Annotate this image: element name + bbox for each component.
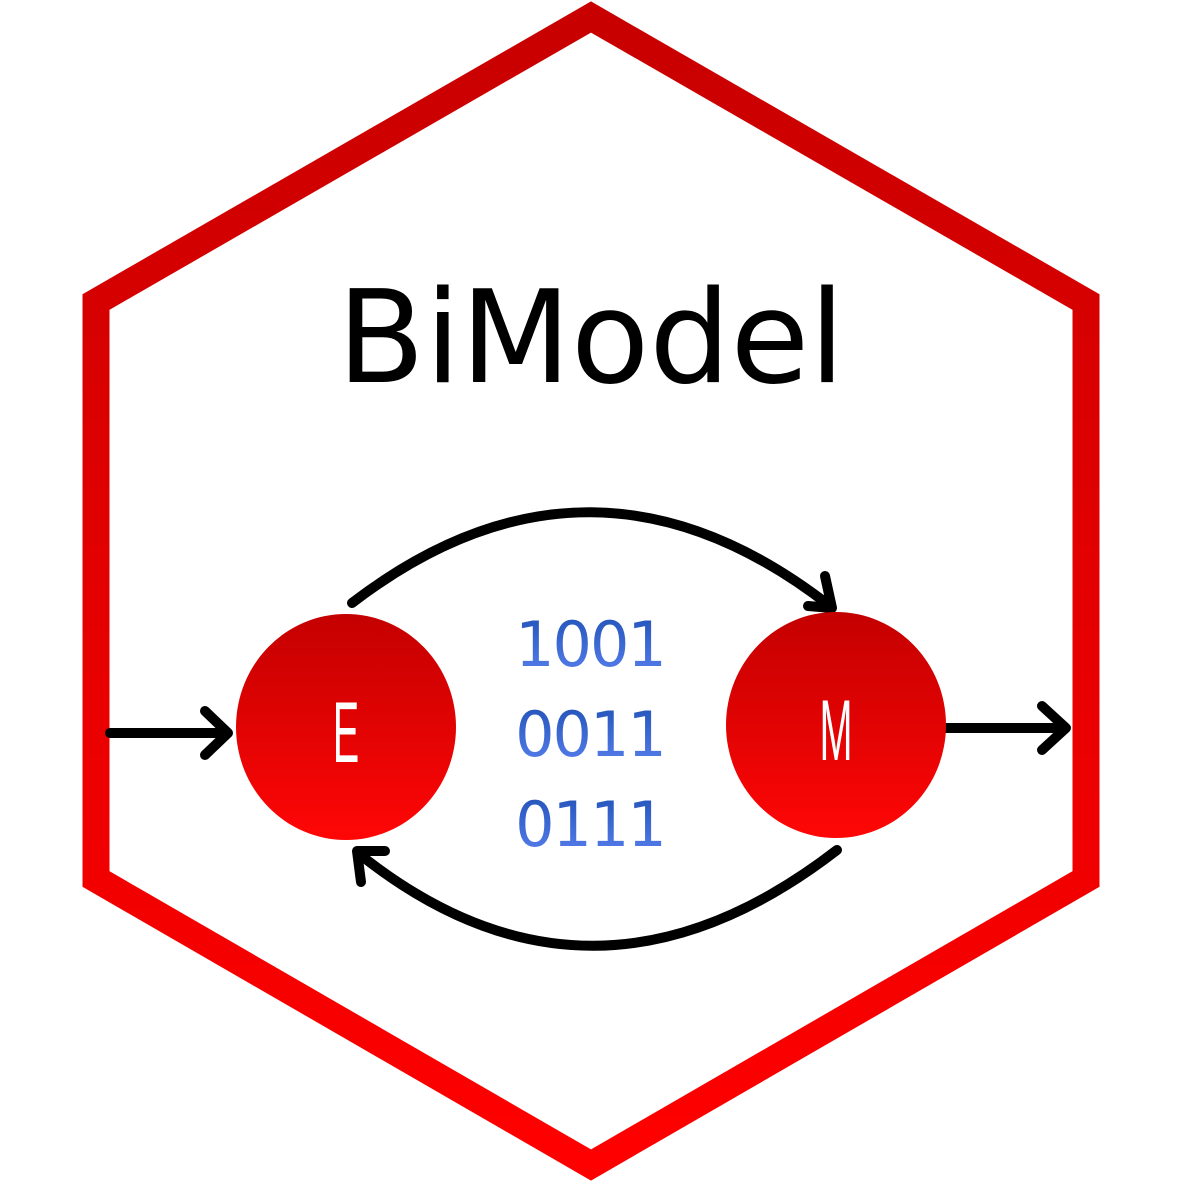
node-e-label: E xyxy=(333,685,359,781)
binary-row-2: 0011 xyxy=(515,698,665,771)
logo-title: BiModel xyxy=(337,264,845,413)
binary-block: 1001 0011 0111 xyxy=(515,608,667,861)
backward-arc-curved-arrow-icon xyxy=(352,845,842,951)
binary-row-1: 1001 xyxy=(515,608,665,681)
output-arrow-right-icon xyxy=(940,701,1071,755)
input-arrow-right-icon xyxy=(105,706,233,760)
node-m: M xyxy=(726,612,946,838)
node-m-label: M xyxy=(819,683,852,779)
forward-arc-curved-arrow-icon xyxy=(347,507,837,613)
binary-row-3: 0111 xyxy=(515,788,665,861)
node-e: E xyxy=(236,614,456,840)
hexagon-border xyxy=(82,1,1100,1181)
